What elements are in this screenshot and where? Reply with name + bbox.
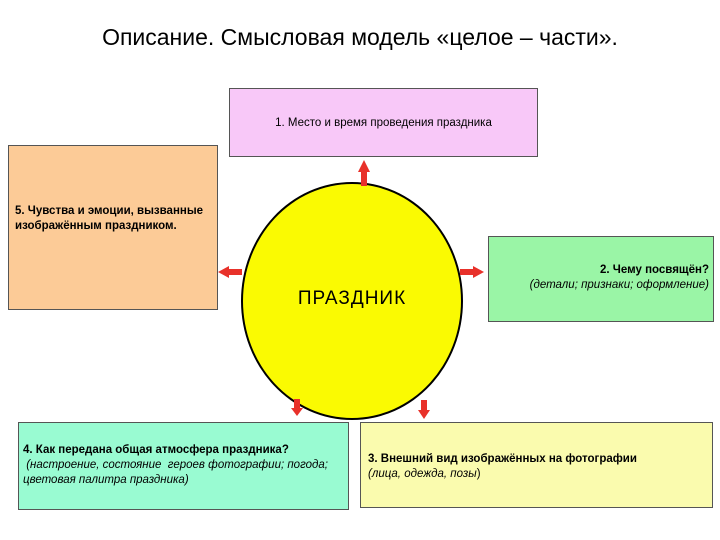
arrow-left-icon (218, 266, 242, 278)
box-atmosphere-details: (настроение, состояние героев фотографии… (23, 459, 332, 486)
arrow-right-icon (460, 266, 484, 278)
center-label: ПРАЗДНИК (297, 288, 407, 309)
box-dedication: 2. Чему посвящён? (детали; признаки; офо… (488, 236, 714, 322)
box-feelings-emotions: 5. Чувства и эмоции, вызванные изображён… (8, 145, 218, 310)
box-place-time: 1. Место и время проведения праздника (229, 88, 538, 157)
box-atmosphere: 4. Как передана общая атмосфера праздник… (18, 422, 349, 510)
page-title: Описание. Смысловая модель «целое – част… (102, 24, 618, 50)
box-appearance-details: (лица, одежда, позы (368, 468, 477, 480)
box-appearance-closing: ) (476, 468, 481, 480)
box-place-time-text: 1. Место и время проведения праздника (275, 117, 492, 129)
box-feelings-emotions-text: 5. Чувства и эмоции, вызванные изображён… (15, 205, 204, 232)
box-atmosphere-heading: 4. Как передана общая атмосфера праздник… (23, 444, 289, 456)
arrow-down-right-icon (418, 400, 430, 419)
box-dedication-heading: 2. Чему посвящён? (600, 264, 709, 276)
box-appearance-heading: 3. Внешний вид изображённых на фотографи… (368, 453, 637, 465)
arrow-up-icon (358, 160, 370, 186)
center-circle (241, 182, 463, 420)
box-dedication-details: (детали; признаки; оформление) (529, 279, 709, 291)
box-appearance: 3. Внешний вид изображённых на фотографи… (360, 422, 713, 508)
arrow-down-left-icon (291, 399, 303, 416)
